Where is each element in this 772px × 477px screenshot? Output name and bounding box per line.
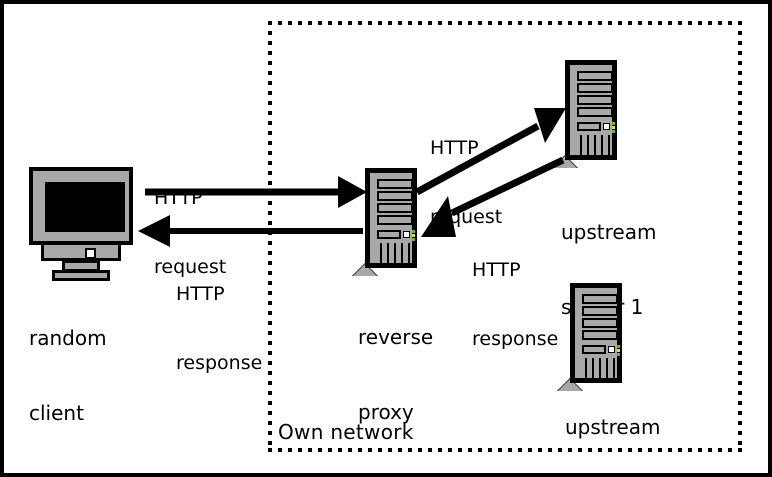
client-node-label: random client (29, 276, 107, 476)
vent-line (580, 135, 582, 159)
monitor-base (52, 270, 110, 281)
vent-line (408, 243, 410, 267)
arrow-label-upstream-request: HTTP request (430, 91, 502, 275)
status-led-icon (612, 122, 615, 125)
vent-line (608, 135, 610, 159)
vent-line (601, 135, 603, 159)
proxy-label-line1: reverse (358, 325, 434, 349)
server-body (570, 283, 622, 383)
status-led-icon (412, 238, 415, 241)
drive-bay (582, 294, 618, 304)
region-border-right (738, 21, 742, 452)
vent-line (585, 358, 587, 382)
region-border-left (268, 21, 272, 452)
vent-line (613, 358, 615, 382)
upstream2-node-label: upstream server 2 (565, 365, 660, 477)
vent-line (587, 135, 589, 159)
vent-line (380, 243, 382, 267)
status-led-icon (617, 345, 620, 348)
arrow-label-line2: request (430, 206, 503, 228)
server-body (365, 168, 417, 268)
client-label-line2: client (29, 401, 84, 425)
arrow-label-upstream-response: HTTP response (472, 213, 558, 397)
front-panel-slot (582, 345, 606, 354)
status-led-icon (617, 353, 620, 356)
server-body (565, 60, 617, 160)
vent-line (599, 358, 601, 382)
drive-bay (377, 179, 413, 189)
vent-line (592, 358, 594, 382)
proxy-label-line2: proxy (358, 400, 414, 424)
drive-bay (377, 215, 413, 225)
drive-bay (577, 71, 613, 81)
status-led-icon (617, 349, 620, 352)
front-panel-slot (577, 122, 601, 131)
drive-bay (577, 95, 613, 105)
arrow-label-line1: HTTP (472, 259, 521, 281)
status-led-icon (412, 230, 415, 233)
front-panel-square (608, 346, 615, 353)
drive-bay (377, 203, 413, 213)
region-border-top (268, 21, 742, 25)
status-led-icon (612, 126, 615, 129)
arrow-label-client-request: HTTP request (154, 141, 226, 325)
monitor-chin (41, 245, 121, 261)
drive-bay (582, 318, 618, 328)
arrow-label-client-response: HTTP response (176, 237, 262, 421)
vent-line (594, 135, 596, 159)
proxy-node-label: reverse proxy server (358, 275, 433, 477)
drive-bay (582, 330, 618, 340)
drive-bay (577, 83, 613, 93)
upstream2-label-line1: upstream (565, 415, 661, 439)
server-tower-icon-upstream1 (552, 60, 617, 168)
vent-line (394, 243, 396, 267)
drive-bay (377, 191, 413, 201)
drive-bay (577, 107, 613, 117)
upstream1-label-line1: upstream (561, 220, 657, 244)
monitor-power-button (85, 248, 96, 259)
arrow-label-line2: request (154, 256, 227, 278)
front-panel-slot (377, 230, 401, 239)
vent-line (606, 358, 608, 382)
vent-line (387, 243, 389, 267)
own-network-region (268, 21, 742, 452)
arrow-label-line1: HTTP (154, 187, 203, 209)
status-led-icon (412, 234, 415, 237)
monitor-screen (45, 182, 125, 232)
drive-bay (582, 306, 618, 316)
server-tower-icon-proxy (352, 168, 417, 276)
vent-line (401, 243, 403, 267)
arrow-label-line2: response (176, 352, 263, 374)
monitor-case (29, 167, 133, 245)
client-label-line1: random (29, 326, 107, 350)
crt-monitor-icon (29, 167, 133, 281)
own-network-label: Own network (278, 420, 414, 444)
server-tower-icon-upstream2 (557, 283, 622, 391)
arrow-label-line1: HTTP (430, 137, 479, 159)
arrow-label-line2: response (472, 328, 559, 350)
status-led-icon (612, 130, 615, 133)
region-border-bottom (268, 448, 742, 452)
front-panel-square (603, 123, 610, 130)
arrow-label-line1: HTTP (176, 283, 225, 305)
front-panel-square (403, 231, 410, 238)
